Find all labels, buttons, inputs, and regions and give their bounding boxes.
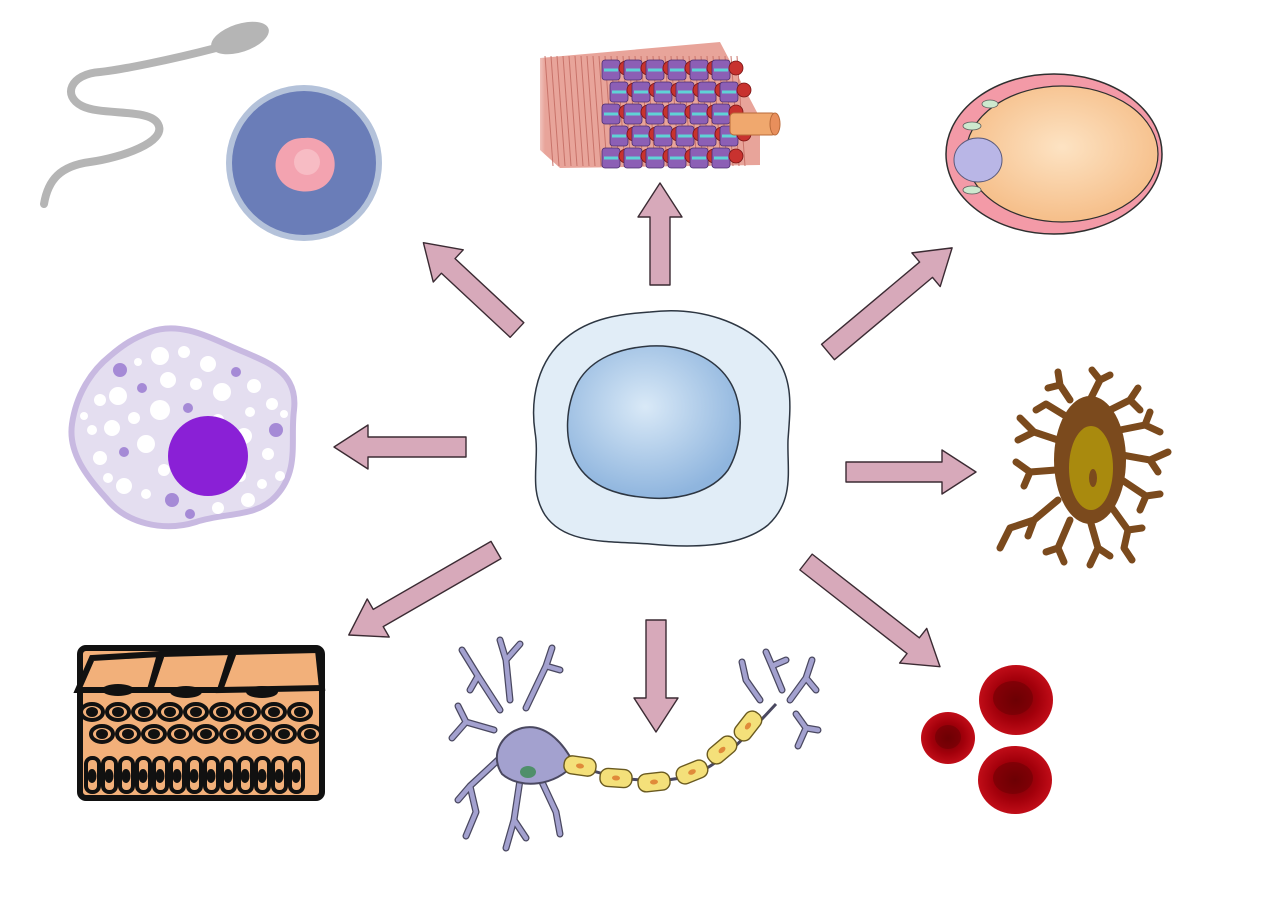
arrow-to-nerve	[633, 619, 679, 733]
arrow-to-immune	[333, 424, 467, 470]
epithelial-tissue-icon	[73, 645, 326, 801]
fat-cell-icon	[945, 73, 1163, 235]
egg-cell-icon	[226, 85, 382, 241]
osteocyte-icon	[996, 366, 1172, 569]
arrow-group	[333, 182, 977, 733]
arrow-to-fat	[820, 247, 953, 361]
sperm-cell-icon	[40, 21, 269, 208]
stem-cell-icon	[532, 310, 791, 547]
arrow-to-bone	[845, 449, 977, 495]
muscle-fiber-bundle-icon	[530, 40, 781, 175]
arrow-to-epithelial	[348, 540, 502, 638]
neuron-icon	[448, 636, 822, 852]
macrophage-icon	[68, 325, 298, 530]
arrow-to-gametes	[422, 242, 525, 339]
arrow-to-blood	[799, 553, 941, 668]
arrow-to-muscle	[637, 182, 683, 286]
red-blood-cells-icon	[921, 665, 1053, 814]
